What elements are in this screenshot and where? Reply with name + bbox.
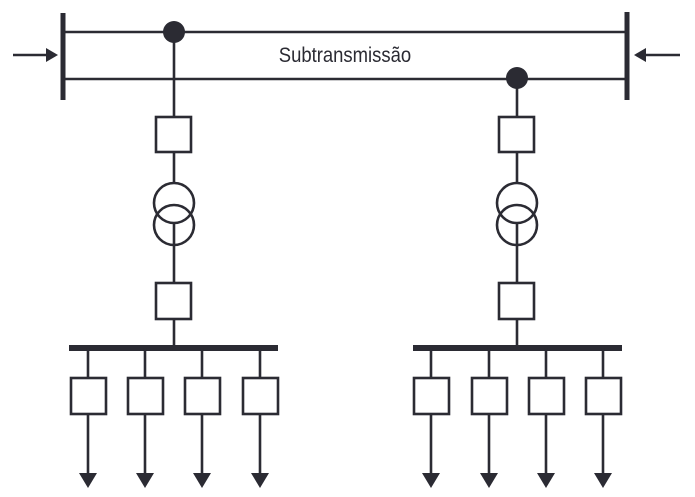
substation-right-breaker-low xyxy=(497,281,536,321)
substation-right-transformer-primary xyxy=(495,181,539,225)
input-arrow-right-icon xyxy=(634,48,680,62)
substation-left-feeder-breaker-3 xyxy=(183,376,222,416)
substation-left-feeder-breaker-1 xyxy=(69,376,108,416)
substation-right-load-arrow-icon-4 xyxy=(594,473,612,488)
substation-right-breaker-high xyxy=(497,115,536,154)
substation-right-transformer-secondary xyxy=(495,203,539,247)
substation-left-feeder-breaker-4 xyxy=(241,376,280,416)
substation-right-load-arrow-icon-2 xyxy=(480,473,498,488)
substation-left-breaker-high xyxy=(154,115,193,154)
substation-left-load-arrow-icon-2 xyxy=(136,473,154,488)
substation-left-tap-node xyxy=(163,21,185,43)
substation-right-feeder-breaker-1 xyxy=(412,376,451,416)
substation-right-load-arrow-icon-3 xyxy=(537,473,555,488)
substation-right-feeder-breaker-3 xyxy=(527,376,566,416)
substation-left-load-arrow-icon-3 xyxy=(193,473,211,488)
input-arrow-left-icon xyxy=(13,48,58,62)
substation-left-breaker-low xyxy=(154,281,193,321)
substation-left-transformer-secondary xyxy=(152,203,196,247)
substation-left-load-arrow-icon-1 xyxy=(79,473,97,488)
substation-right-tap-node xyxy=(506,67,528,89)
substation-right-load-arrow-icon-1 xyxy=(422,473,440,488)
subtransmission-label: Subtransmissão xyxy=(279,44,411,67)
substation-left-feeder-breaker-2 xyxy=(126,376,165,416)
substation-right-feeder-breaker-4 xyxy=(584,376,623,416)
substation-left-transformer-primary xyxy=(152,181,196,225)
substation-right-feeder-breaker-2 xyxy=(470,376,509,416)
substation-left-load-arrow-icon-4 xyxy=(251,473,269,488)
